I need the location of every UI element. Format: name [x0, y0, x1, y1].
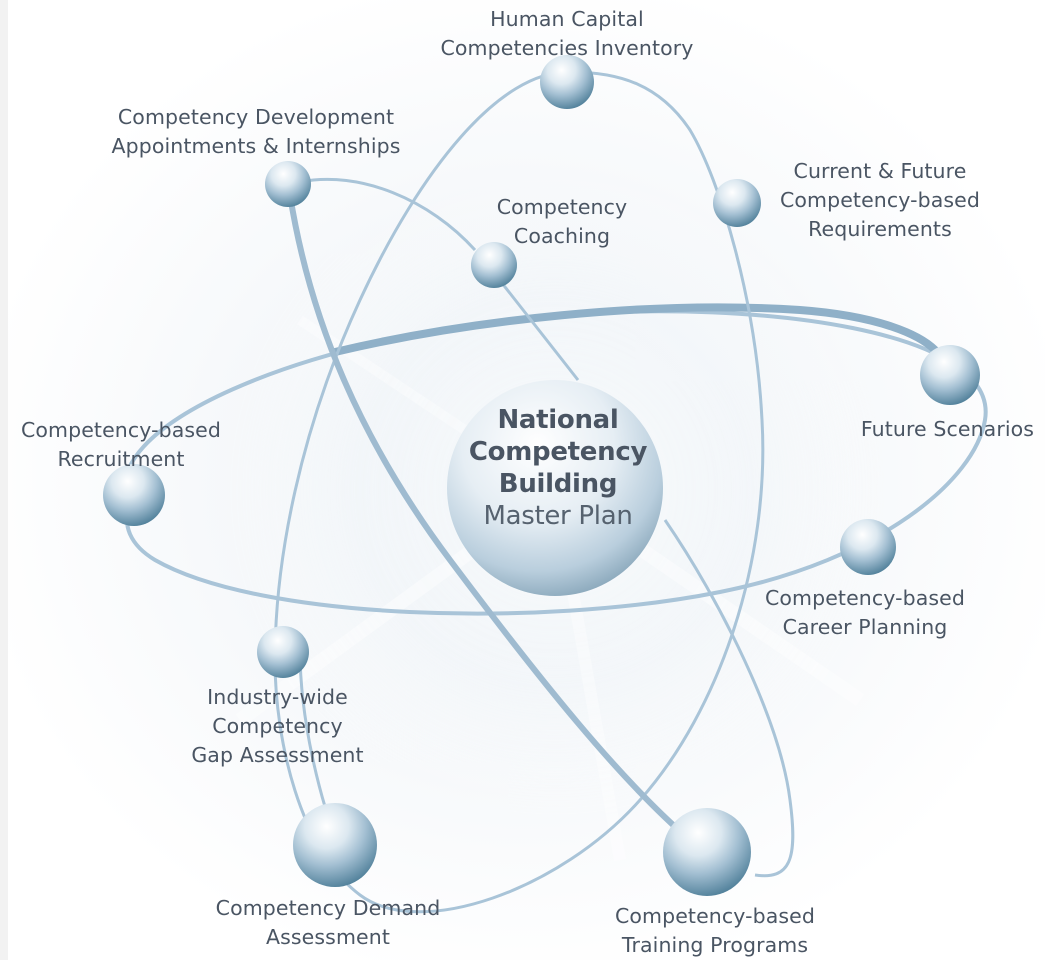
center-title-line-1: National [497, 405, 619, 435]
sphere-development [265, 161, 311, 207]
sphere-current-future [713, 179, 761, 227]
spoke-coaching [496, 277, 580, 381]
sphere-recruitment [103, 464, 165, 526]
center-title: National Competency Building Master Plan [468, 404, 648, 532]
label-demand-assessment: Competency Demand Assessment [215, 896, 441, 949]
orbit-diagonal-top [299, 177, 477, 252]
sphere-human-capital [540, 55, 594, 109]
sphere-coaching [471, 242, 517, 288]
label-coaching: Competency Coaching [496, 195, 628, 248]
sphere-gap-assessment [257, 626, 309, 678]
node-spheres [103, 55, 980, 896]
sphere-training-programs [663, 808, 751, 896]
sphere-future-scenarios [920, 345, 980, 405]
orbit-horizontal-top-emphasis [331, 303, 939, 356]
label-gap-assessment: Industry-wide Competency Gap Assessment [191, 685, 364, 767]
sphere-demand-assessment [293, 803, 377, 887]
label-training-programs: Competency-based Training Programs [614, 904, 815, 957]
label-human-capital: Human Capital Competencies Inventory [440, 7, 694, 60]
center-title-line-4: Master Plan [483, 501, 633, 531]
label-recruitment: Competency-based Recruitment [20, 418, 221, 471]
label-development: Competency Development Appointments & In… [111, 105, 401, 158]
orbit-diagonal [287, 192, 693, 843]
center-title-line-3: Building [498, 469, 618, 499]
label-future-scenarios: Future Scenarios [860, 417, 1035, 441]
center-title-line-2: Competency [468, 437, 648, 467]
label-career-planning: Competency-based Career Planning [764, 586, 965, 639]
orbit-right-loop [663, 519, 795, 878]
page-edge [0, 0, 8, 960]
label-current-future: Current & Future Competency-based Requir… [779, 159, 980, 241]
center-sphere [447, 380, 663, 596]
sphere-career-planning [840, 519, 896, 575]
